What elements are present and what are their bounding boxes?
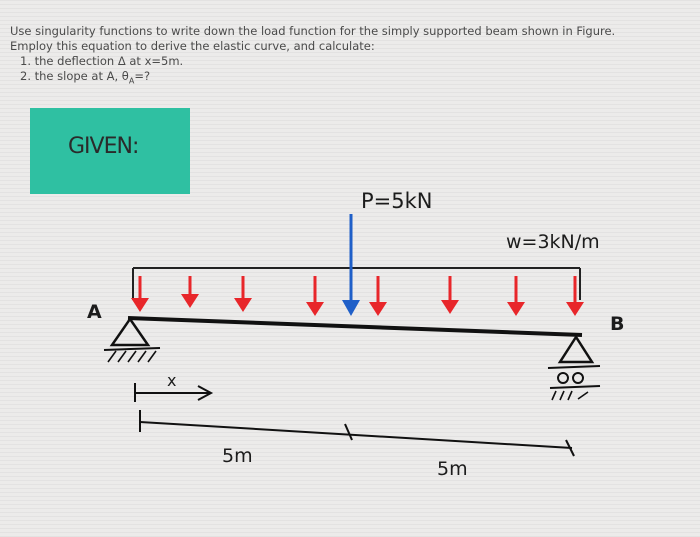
problem-statement: Use singularity functions to write down … [10, 24, 690, 88]
support-b-label: B [610, 313, 624, 335]
given-label: GIVEN: [68, 134, 139, 159]
load-arrow-3 [234, 276, 252, 312]
pin-support-a [103, 316, 161, 363]
x-coordinate-label: x [167, 371, 176, 390]
load-arrow-5 [369, 276, 387, 316]
distributed-load-arrows [131, 276, 584, 316]
problem-item-2-suffix: =? [134, 69, 151, 83]
load-arrow-2 [181, 276, 199, 308]
support-a-label: A [87, 301, 102, 323]
load-arrow-1 [131, 276, 149, 312]
problem-item-2: 2. the slope at A, θA=? [10, 69, 690, 88]
problem-line-2: Employ this equation to derive the elast… [10, 39, 375, 53]
point-load-arrow [342, 214, 360, 316]
load-arrow-4 [306, 276, 324, 316]
point-load-label: P=5kN [361, 189, 433, 213]
load-arrow-6 [441, 276, 459, 314]
beam [127, 316, 583, 337]
problem-line-1: Use singularity functions to write down … [10, 24, 616, 38]
span-dimension-line [139, 410, 575, 457]
problem-item-2-sub: A [128, 76, 135, 86]
load-arrow-7 [507, 276, 525, 316]
x-axis-arrow [134, 383, 214, 402]
span-left-label: 5m [222, 445, 253, 467]
given-sticky-note: GIVEN: [30, 108, 190, 194]
distributed-load-frame [132, 267, 581, 300]
distributed-load-label: w=3kN/m [506, 231, 600, 253]
load-arrow-8 [566, 276, 584, 316]
problem-item-1: 1. the deflection Δ at x=5m. [20, 54, 184, 68]
roller-support-b [547, 334, 601, 401]
span-right-label: 5m [437, 458, 468, 480]
problem-item-2-prefix: 2. the slope at A, θ [20, 69, 129, 83]
